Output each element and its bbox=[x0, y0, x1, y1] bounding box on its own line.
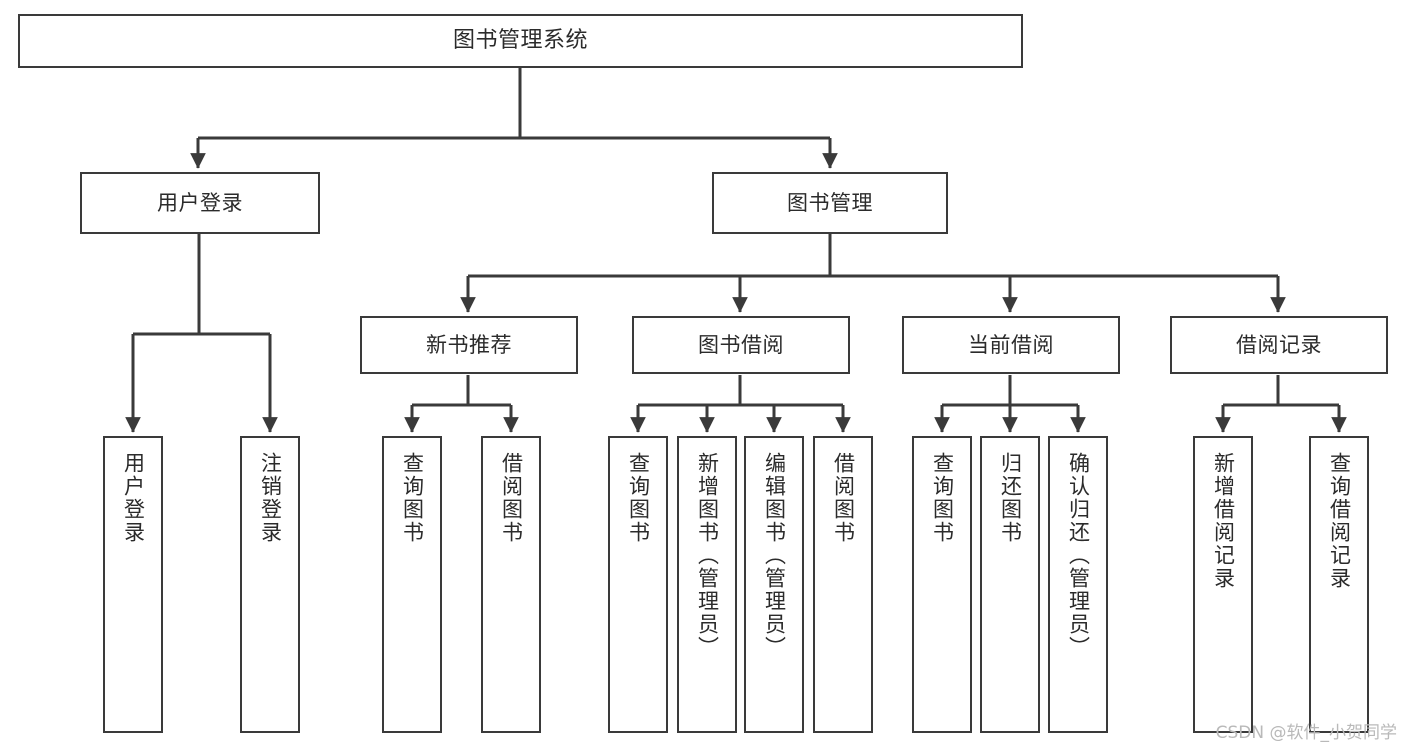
leaf-user-login-logout[interactable]: 注销登录 bbox=[240, 436, 300, 733]
leaf-borrow-record-query[interactable]: 查询借阅记录 bbox=[1309, 436, 1369, 733]
node-label: 新书推荐 bbox=[426, 332, 512, 357]
leaf-current-borrow-query[interactable]: 查询图书 bbox=[912, 436, 972, 733]
leaf-book-borrow-borrow[interactable]: 借阅图书 bbox=[813, 436, 873, 733]
node-book-borrow[interactable]: 图书借阅 bbox=[632, 316, 850, 374]
node-label: 用户登录 bbox=[121, 452, 146, 544]
node-label: 当前借阅 bbox=[968, 332, 1054, 357]
node-borrow-record[interactable]: 借阅记录 bbox=[1170, 316, 1388, 374]
node-label: 新增图书（管理员） bbox=[695, 452, 720, 659]
leaf-current-borrow-return[interactable]: 归还图书 bbox=[980, 436, 1040, 733]
node-label: 查询图书 bbox=[626, 452, 651, 544]
leaf-user-login-login[interactable]: 用户登录 bbox=[103, 436, 163, 733]
node-label: 查询图书 bbox=[400, 452, 425, 544]
node-label: 查询借阅记录 bbox=[1327, 452, 1352, 590]
node-label: 查询图书 bbox=[930, 452, 955, 544]
leaf-book-borrow-add[interactable]: 新增图书（管理员） bbox=[677, 436, 737, 733]
node-label: 编辑图书（管理员） bbox=[762, 452, 787, 659]
node-label: 注销登录 bbox=[258, 452, 283, 544]
node-root-system[interactable]: 图书管理系统 bbox=[18, 14, 1023, 68]
node-book-management[interactable]: 图书管理 bbox=[712, 172, 948, 234]
watermark-text: CSDN @软件_小贺同学 bbox=[1215, 723, 1397, 743]
node-label: 借阅图书 bbox=[499, 452, 524, 544]
node-label: 新增借阅记录 bbox=[1211, 452, 1236, 590]
node-label: 借阅图书 bbox=[831, 452, 856, 544]
leaf-book-borrow-query[interactable]: 查询图书 bbox=[608, 436, 668, 733]
node-label: 图书借阅 bbox=[698, 332, 784, 357]
node-new-book-recommend[interactable]: 新书推荐 bbox=[360, 316, 578, 374]
node-current-borrow[interactable]: 当前借阅 bbox=[902, 316, 1120, 374]
node-label: 归还图书 bbox=[998, 452, 1023, 544]
node-label: 确认归还（管理员） bbox=[1066, 452, 1091, 659]
leaf-current-borrow-confirm-return[interactable]: 确认归还（管理员） bbox=[1048, 436, 1108, 733]
node-label: 图书管理 bbox=[787, 190, 873, 215]
leaf-borrow-record-add[interactable]: 新增借阅记录 bbox=[1193, 436, 1253, 733]
node-user-login[interactable]: 用户登录 bbox=[80, 172, 320, 234]
node-label: 用户登录 bbox=[157, 190, 243, 215]
leaf-new-book-borrow[interactable]: 借阅图书 bbox=[481, 436, 541, 733]
leaf-new-book-query[interactable]: 查询图书 bbox=[382, 436, 442, 733]
node-label: 借阅记录 bbox=[1236, 332, 1322, 357]
node-label: 图书管理系统 bbox=[452, 28, 588, 54]
leaf-book-borrow-edit[interactable]: 编辑图书（管理员） bbox=[744, 436, 804, 733]
